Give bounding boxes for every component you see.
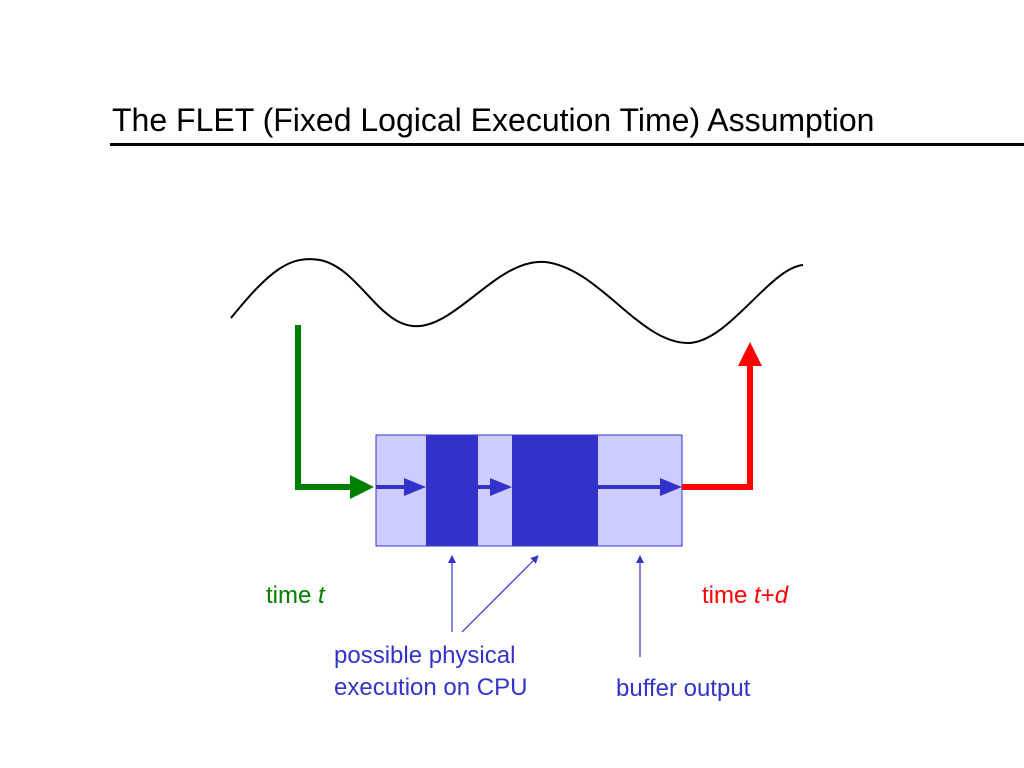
cpu-pointer-2: [461, 555, 539, 633]
title-underline: [110, 143, 1024, 146]
execution-block-2: [512, 435, 598, 546]
cpu-label-line-1: possible physical: [334, 642, 516, 669]
execution-block-1: [426, 435, 478, 546]
flow-arrow-3: [598, 478, 682, 496]
buffer-output-label: buffer output: [616, 675, 751, 702]
cpu-execution-label: possible physical execution on CPU: [334, 640, 527, 704]
input-arrow: [295, 325, 374, 499]
flow-arrow-1: [376, 478, 426, 496]
environment-signal-wave: [230, 258, 804, 345]
output-arrow: [682, 342, 762, 490]
time-t-plus-d-label: time t+d: [702, 582, 789, 609]
time-t-label: time t: [266, 582, 325, 609]
slide-title: The FLET (Fixed Logical Execution Time) …: [112, 102, 875, 138]
cpu-label-line-2: execution on CPU: [334, 674, 528, 701]
flow-arrow-2: [478, 478, 512, 496]
